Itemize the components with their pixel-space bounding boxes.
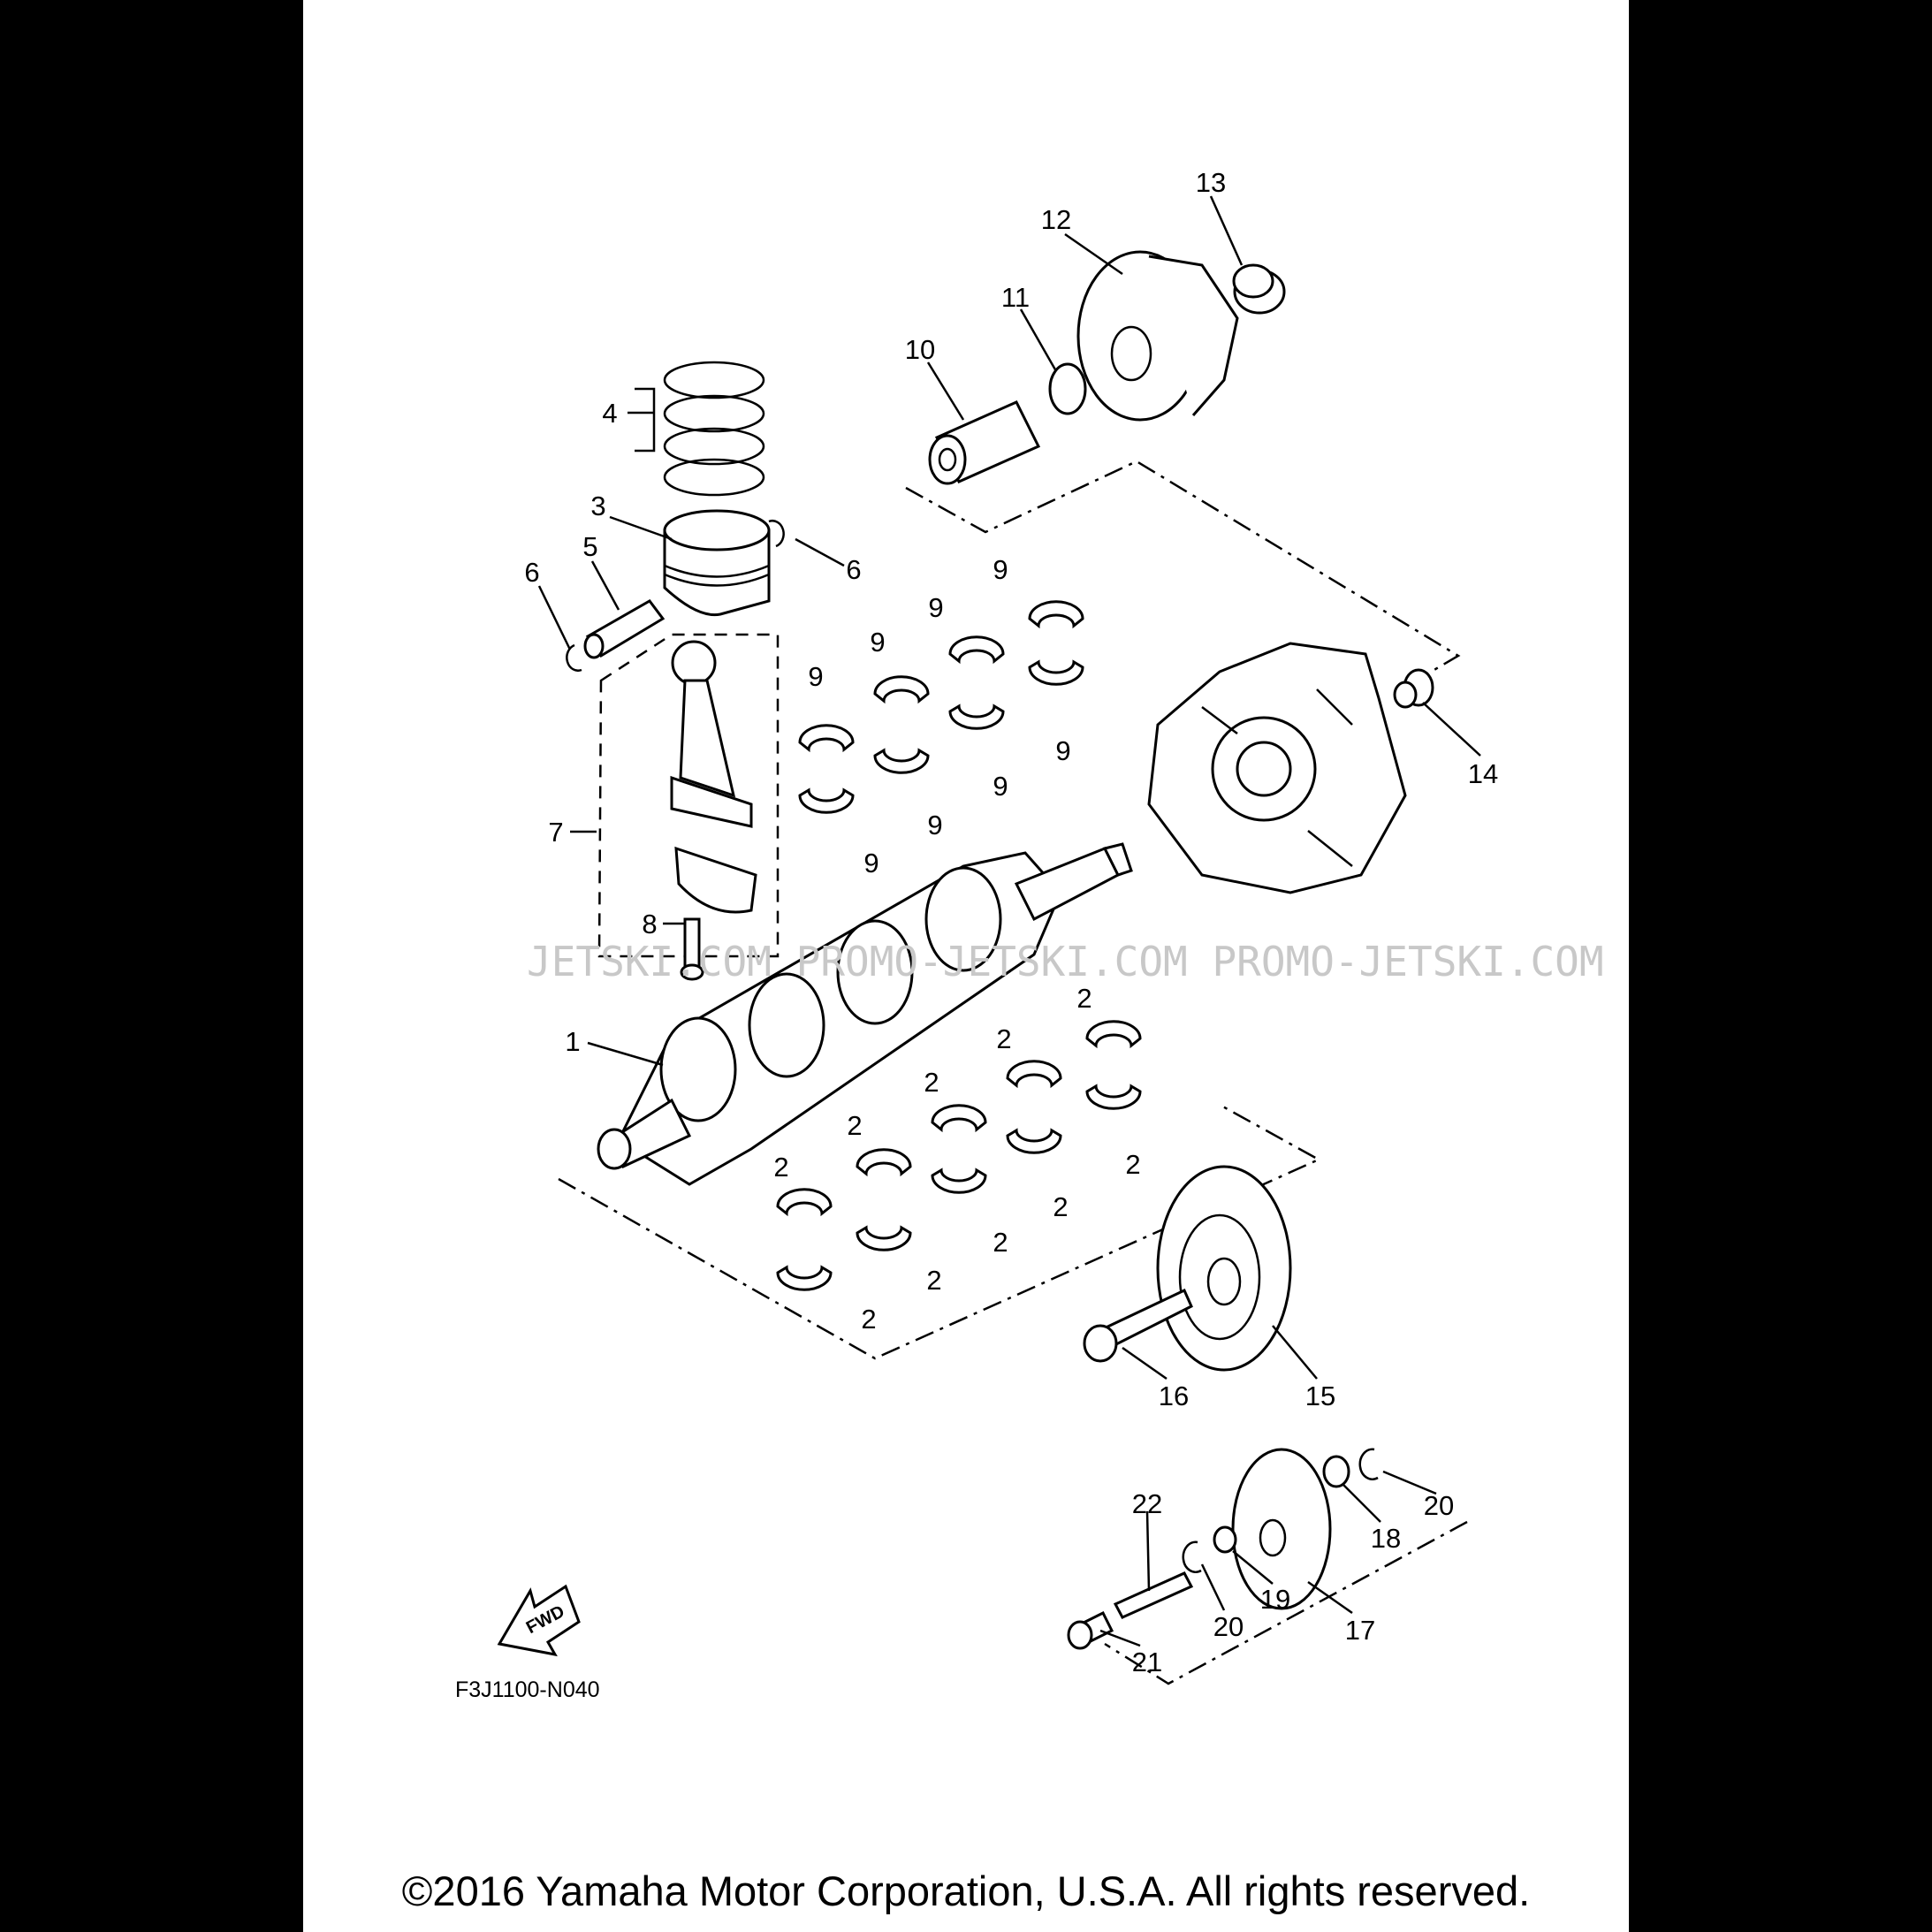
watermark: JETSKI.COM PROMO-JETSKI.COM PROMO-JETSKI… <box>527 938 1604 985</box>
callout-6-right: 6 <box>846 554 861 585</box>
circlip-left <box>566 643 582 672</box>
callout-7: 7 <box>548 817 563 848</box>
callout-14: 14 <box>1468 758 1498 789</box>
conrod-bolt <box>680 917 704 981</box>
callout-2: 2 <box>993 1227 1008 1258</box>
callout-2: 2 <box>847 1110 862 1141</box>
oil-seal <box>1048 362 1087 415</box>
callout-10: 10 <box>905 334 935 365</box>
callout-15: 15 <box>1305 1381 1335 1411</box>
circlip-right <box>768 520 785 548</box>
callout-17: 17 <box>1345 1615 1375 1646</box>
bearing-18 <box>1322 1455 1350 1488</box>
callout-9: 9 <box>863 848 879 879</box>
callout-18: 18 <box>1371 1523 1401 1554</box>
piston <box>663 509 771 617</box>
crankcase-cover <box>1147 642 1407 894</box>
callout-12: 12 <box>1041 204 1071 235</box>
circlip-20-lower <box>1182 1540 1202 1573</box>
callout-6-left: 6 <box>524 557 539 588</box>
callout-2: 2 <box>861 1304 876 1335</box>
callout-22: 22 <box>1132 1488 1162 1519</box>
circlip-20-upper <box>1358 1448 1379 1480</box>
balancer-shaft-22 <box>1113 1571 1194 1619</box>
callout-9: 9 <box>1055 735 1070 766</box>
callout-9: 9 <box>870 627 885 658</box>
coupling <box>1076 250 1239 422</box>
diagram-code: F3J1100-N040 <box>455 1677 600 1702</box>
connecting-rod <box>670 640 757 914</box>
callout-20: 20 <box>1424 1490 1454 1521</box>
damper <box>1232 263 1286 315</box>
piston-rings <box>663 361 765 497</box>
callout-2: 2 <box>1076 983 1092 1014</box>
collar-21 <box>1067 1610 1114 1650</box>
callout-3: 3 <box>590 491 605 521</box>
callout-2: 2 <box>1125 1149 1140 1180</box>
balancer-gear <box>1231 1448 1332 1610</box>
coupling-shaft <box>928 400 1041 485</box>
drive-gear <box>1156 1165 1292 1372</box>
fwd-arrow-icon: FWD <box>497 1584 581 1657</box>
callout-2: 2 <box>924 1067 939 1098</box>
callout-5: 5 <box>582 531 597 562</box>
callout-4: 4 <box>602 398 617 429</box>
callout-9: 9 <box>993 554 1008 585</box>
leader-lines <box>537 195 1481 1647</box>
group-line-upper <box>905 460 1461 691</box>
callout-2: 2 <box>773 1152 788 1183</box>
callout-11: 11 <box>1001 282 1030 313</box>
callout-2: 2 <box>926 1265 941 1296</box>
callout-8: 8 <box>642 909 657 939</box>
callouts: 13 12 11 10 4 3 5 6 6 9 9 9 9 9 9 9 9 14… <box>524 167 1498 1677</box>
plug-14 <box>1393 668 1434 709</box>
conrod-bearings <box>798 600 1084 814</box>
crankshaft <box>597 842 1133 1186</box>
conrod-assembly-box <box>597 633 780 958</box>
callout-9: 9 <box>993 771 1008 802</box>
gear-bolt <box>1083 1288 1193 1363</box>
callout-20: 20 <box>1213 1611 1244 1642</box>
callout-9: 9 <box>808 661 823 692</box>
washer-19 <box>1213 1525 1237 1554</box>
callout-13: 13 <box>1196 167 1226 198</box>
copyright-notice: ©2016 Yamaha Motor Corporation, U.S.A. A… <box>401 1867 1531 1914</box>
callout-16: 16 <box>1159 1381 1189 1411</box>
piston-pin <box>583 599 666 659</box>
group-line-lower <box>558 1103 1321 1360</box>
callout-2: 2 <box>1053 1191 1068 1222</box>
callout-1: 1 <box>565 1026 580 1057</box>
callout-2: 2 <box>996 1023 1011 1054</box>
callout-21: 21 <box>1132 1647 1162 1677</box>
main-bearings <box>776 1020 1142 1291</box>
callout-9: 9 <box>928 592 943 623</box>
group-line-gear <box>1104 1520 1468 1685</box>
callout-9: 9 <box>927 810 942 840</box>
callout-19: 19 <box>1260 1584 1290 1615</box>
